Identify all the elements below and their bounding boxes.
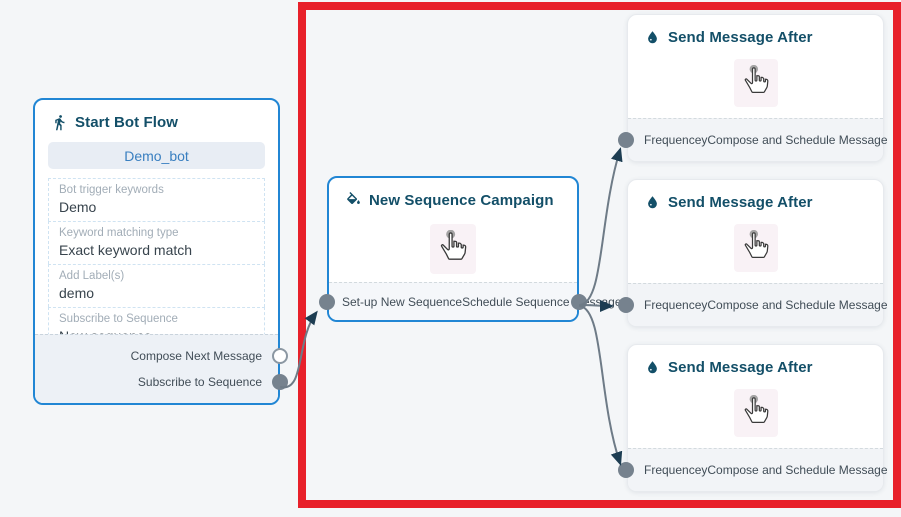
new-sequence-campaign-node[interactable]: New Sequence Campaign Set-up New Sequenc… [319,176,622,322]
field-keyword-matching-type[interactable]: Keyword matching type Exact keyword matc… [48,221,265,264]
frequency-label: Frequencey [644,298,708,312]
field-bot-trigger-keywords[interactable]: Bot trigger keywords Demo [48,178,265,221]
start-node-header: Start Bot Flow [35,100,278,131]
walking-person-icon [50,113,68,131]
setup-new-sequence-port[interactable] [319,293,335,310]
send-node-title: Send Message After [668,193,813,211]
bot-name-button[interactable]: Demo_bot [48,142,265,169]
sequence-node-header: New Sequence Campaign [329,178,577,209]
hand-pointer-icon [742,229,770,267]
highlight-annotation-box [298,2,901,508]
sequence-node-title: New Sequence Campaign [369,191,554,209]
start-node-title: Start Bot Flow [75,113,179,131]
compose-schedule-label: Compose and Schedule Message [707,463,888,477]
sequence-compose-hand-button[interactable] [430,224,476,274]
hand-pointer-icon [742,64,770,102]
send-node-title: Send Message After [668,358,813,376]
send-compose-hand-button[interactable] [733,389,778,437]
compose-schedule-label: Compose and Schedule Message [707,133,888,147]
port-row-subscribe-to-sequence: Subscribe to Sequence [35,374,288,390]
send-message-after-node-3[interactable]: Send Message After Frequencey Compose an… [618,344,901,492]
frequency-label: Frequencey [644,133,708,147]
frequency-label: Frequencey [644,463,708,477]
send-message-after-node-1[interactable]: Send Message After Frequencey Compose an… [618,14,901,162]
send-compose-hand-button[interactable] [733,59,778,107]
ink-pour-icon [344,191,362,209]
water-drop-icon [643,193,661,211]
water-drop-icon [643,28,661,46]
setup-new-sequence-label: Set-up New Sequence [342,294,463,309]
start-bot-flow-node[interactable]: Start Bot Flow Demo_bot Bot trigger keyw… [33,98,288,405]
send-compose-hand-button[interactable] [733,224,778,272]
water-drop-icon [643,358,661,376]
compose-next-message-port[interactable] [272,348,288,364]
start-node-footer: Compose Next Message Subscribe to Sequen… [35,334,288,403]
start-node-fields: Bot trigger keywords Demo Keyword matchi… [48,178,265,351]
compose-schedule-label: Compose and Schedule Message [707,298,888,312]
port-row-compose-next-message: Compose Next Message [35,348,288,364]
send-node-title: Send Message After [668,28,813,46]
field-add-labels[interactable]: Add Label(s) demo [48,264,265,307]
frequency-port[interactable] [618,297,634,313]
send-message-after-node-2[interactable]: Send Message After Frequencey Compose an… [618,179,901,327]
hand-pointer-icon [438,229,468,269]
hand-pointer-icon [742,394,770,432]
frequency-port[interactable] [618,462,634,478]
frequency-port[interactable] [618,132,634,148]
subscribe-to-sequence-port[interactable] [272,374,288,390]
